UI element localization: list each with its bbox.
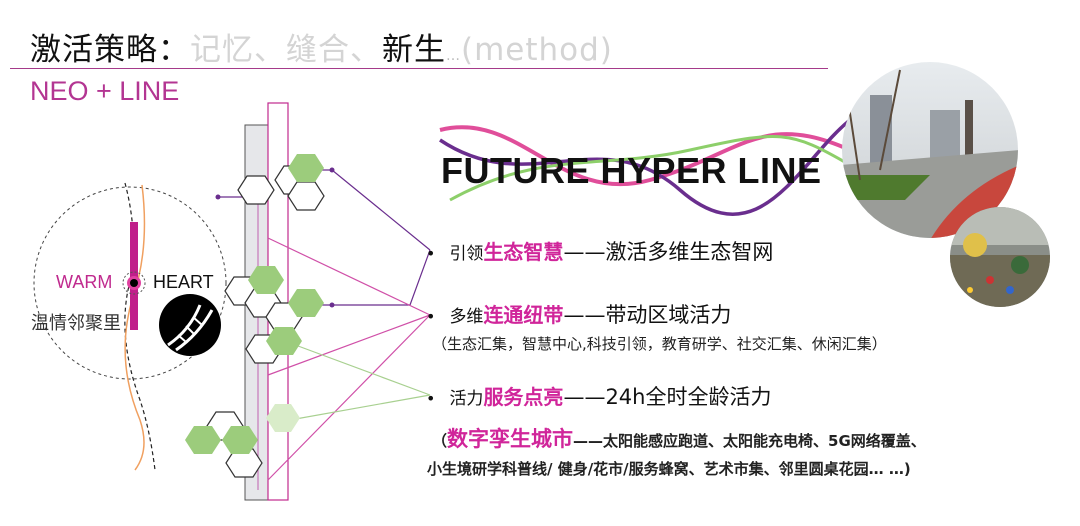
bullet-prefix: 活力 (449, 389, 484, 409)
digital-twin-line1: （数字孪生城市——太阳能感应跑道、太阳能充电椅、5G网络覆盖、 (432, 423, 926, 453)
bullet-text: ——24h全时全龄活力 (563, 385, 772, 409)
bullet-service-lighting: • 活力服务点亮——24h全时全龄活力 (426, 381, 771, 411)
title-method: (method) (461, 32, 613, 68)
title-rebirth: 新生 (382, 32, 446, 68)
bullet-text: ——激活多维生态智网 (563, 240, 774, 264)
bullet-dot: • (426, 307, 436, 326)
bullet-ecological-wisdom: • 引领生态智慧——激活多维生态智网 (426, 236, 773, 266)
heart-label: HEART (153, 272, 214, 292)
bullet-dot: • (426, 244, 436, 263)
warm-label: WARM (56, 272, 113, 292)
page-title: 激活策略：记忆、缝合、新生…(method) (30, 24, 613, 69)
digital-twin-highlight: 数字孪生城市 (447, 427, 574, 451)
hexagon-cluster (185, 154, 325, 478)
subtitle: NEO + LINE (30, 76, 180, 106)
title-memory: 记忆、 (190, 32, 286, 68)
digital-twin-text: ——太阳能感应跑道、太阳能充电椅、5G网络覆盖、 (573, 432, 926, 450)
title-ellipsis: … (446, 48, 461, 64)
bullet-connection-link: • 多维连通纽带——带动区域活力 (426, 299, 731, 329)
digital-twin-line2: 小生境研学科普线/ 健身/花市/服务蜂窝、艺术市集、邻里圆桌花园… …) (427, 460, 911, 478)
title-divider (10, 68, 828, 69)
bullet-prefix: 多维 (449, 307, 484, 327)
headline: FUTURE HYPER LINE (441, 150, 822, 191)
bullet-highlight: 连通纽带 (483, 303, 564, 327)
future-hyper-line-waves (439, 118, 852, 216)
title-suture: 缝合、 (286, 32, 382, 68)
dna-icon (159, 294, 221, 356)
title-main: 激活策略： (30, 32, 190, 68)
bullet-prefix: 引领 (449, 244, 484, 264)
bullet-text: ——带动区域活力 (563, 303, 732, 327)
bullet-highlight: 服务点亮 (483, 385, 564, 409)
bullet-dot: • (426, 389, 436, 408)
paren-open: （ (432, 432, 448, 450)
warm-heart-diagram (33, 182, 227, 471)
bullet-subtext: （生态汇集，智慧中心,科技引领，教育研学、社交汇集、休闲汇集） (432, 335, 887, 353)
neighborhood-label: 温情邻聚里 (31, 313, 121, 334)
bullet-highlight: 生态智慧 (483, 240, 564, 264)
